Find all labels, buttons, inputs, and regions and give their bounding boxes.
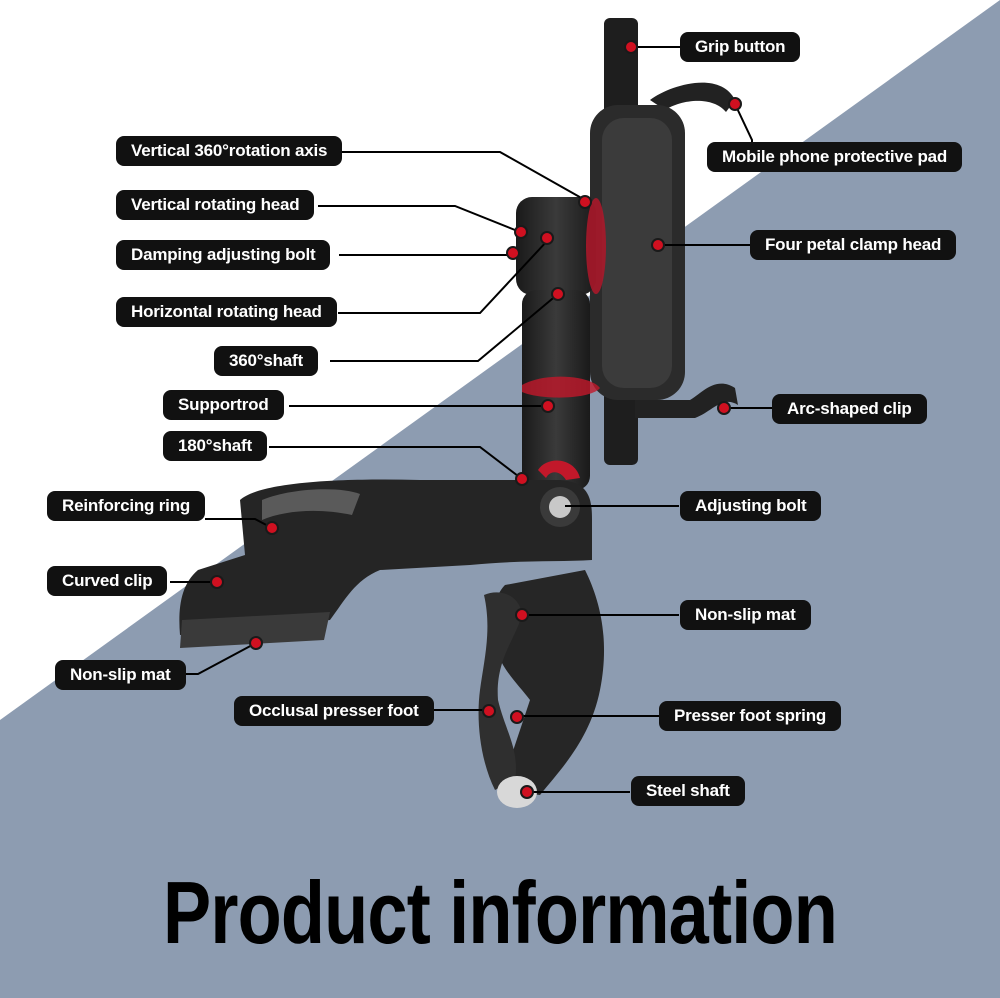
marker-360-shaft bbox=[552, 288, 564, 300]
occlusal-foot-shape bbox=[479, 592, 522, 790]
marker-damping-bolt-2 bbox=[507, 247, 519, 259]
marker-protective-pad bbox=[729, 98, 741, 110]
label-180-shaft: 180°shaft bbox=[163, 431, 267, 461]
marker-clamp-head bbox=[652, 239, 664, 251]
rotation-axis-ring bbox=[586, 198, 606, 294]
label-arc-clip: Arc-shaped clip bbox=[772, 394, 927, 424]
label-horizontal-head: Horizontal rotating head bbox=[116, 297, 337, 327]
label-vertical-head: Vertical rotating head bbox=[116, 190, 314, 220]
label-support-rod: Supportrod bbox=[163, 390, 284, 420]
label-vertical-axis: Vertical 360°rotation axis bbox=[116, 136, 342, 166]
marker-grip-button bbox=[625, 41, 637, 53]
label-damping-bolt: Damping adjusting bolt bbox=[116, 240, 330, 270]
marker-occlusal-foot bbox=[483, 705, 495, 717]
marker-support-rod bbox=[542, 400, 554, 412]
marker-curved-clip bbox=[211, 576, 223, 588]
marker-steel-shaft bbox=[521, 786, 533, 798]
marker-non-slip-mat-left bbox=[250, 637, 262, 649]
marker-180-shaft bbox=[516, 473, 528, 485]
marker-non-slip-mat-right bbox=[516, 609, 528, 621]
label-reinforcing-ring: Reinforcing ring bbox=[47, 491, 205, 521]
label-presser-spring: Presser foot spring bbox=[659, 701, 841, 731]
rotating-head-cylinder bbox=[516, 197, 596, 295]
label-adjusting-bolt: Adjusting bolt bbox=[680, 491, 821, 521]
label-steel-shaft: Steel shaft bbox=[631, 776, 745, 806]
marker-presser-spring bbox=[511, 711, 523, 723]
label-occlusal-foot: Occlusal presser foot bbox=[234, 696, 434, 726]
label-non-slip-mat-left: Non-slip mat bbox=[55, 660, 186, 690]
marker-vertical-axis bbox=[579, 196, 591, 208]
label-non-slip-mat-right: Non-slip mat bbox=[680, 600, 811, 630]
marker-reinforcing-ring bbox=[266, 522, 278, 534]
protective-pad-surface bbox=[602, 118, 672, 388]
label-protective-pad: Mobile phone protective pad bbox=[707, 142, 962, 172]
label-clamp-head: Four petal clamp head bbox=[750, 230, 956, 260]
label-curved-clip: Curved clip bbox=[47, 566, 167, 596]
label-360-shaft: 360°shaft bbox=[214, 346, 318, 376]
label-grip-button: Grip button bbox=[680, 32, 800, 62]
marker-arc-clip bbox=[718, 402, 730, 414]
marker-vertical-head bbox=[515, 226, 527, 238]
marker-damping-bolt bbox=[541, 232, 553, 244]
page-title: Product information bbox=[90, 862, 910, 964]
